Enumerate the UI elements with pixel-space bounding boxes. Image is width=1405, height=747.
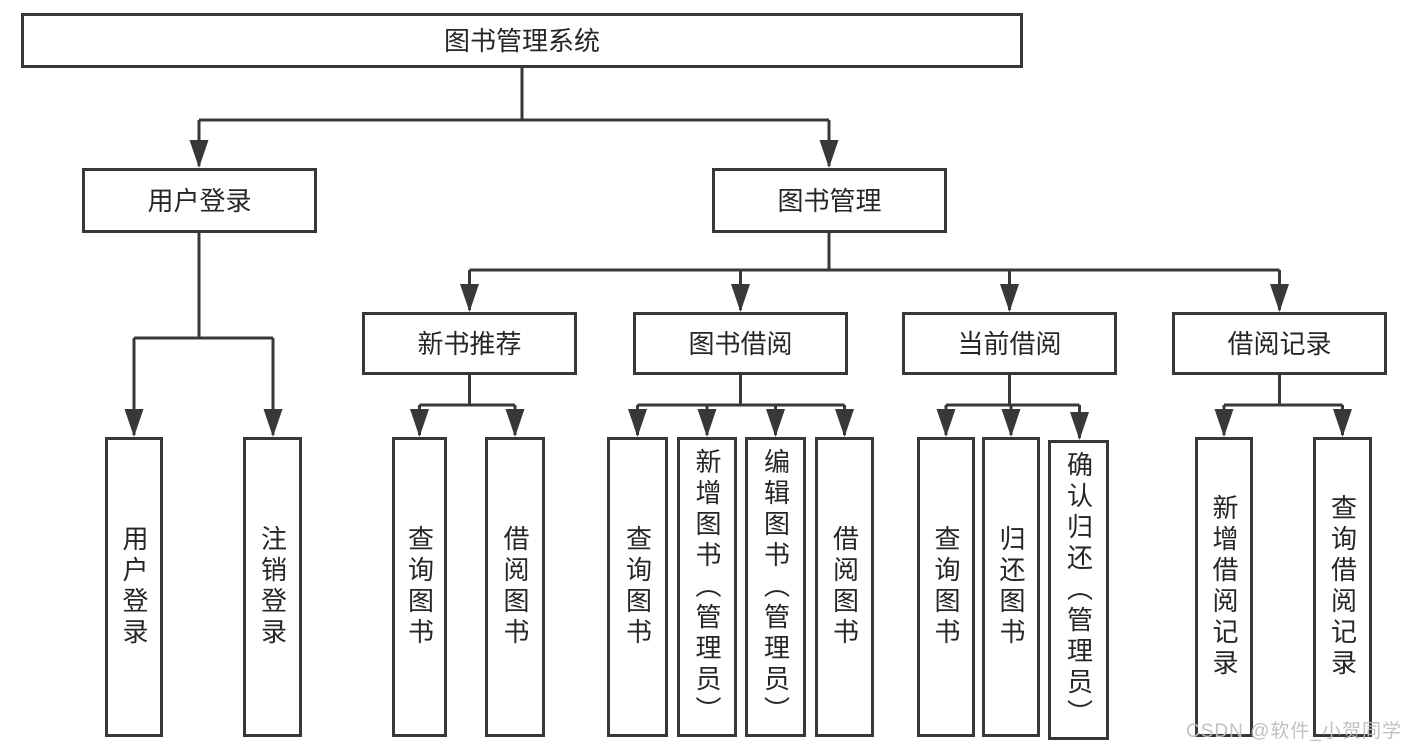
arrowhead-icons — [124, 140, 1352, 440]
leaf-query-books-recommend: 查询图书 — [392, 437, 447, 737]
node-book-management-branch: 图书管理 — [712, 168, 947, 233]
leaf-query-borrow-record: 查询借阅记录 — [1313, 437, 1372, 737]
leaf-query-books-current: 查询图书 — [917, 437, 975, 737]
node-new-book-recommend: 新书推荐 — [362, 312, 577, 375]
leaf-add-borrow-record: 新增借阅记录 — [1195, 437, 1253, 737]
node-book-borrowing: 图书借阅 — [633, 312, 848, 375]
node-borrowing-records: 借阅记录 — [1172, 312, 1387, 375]
leaf-confirm-return-admin: 确认归还（管理员） — [1048, 440, 1109, 740]
root-node-library-system: 图书管理系统 — [21, 13, 1023, 68]
leaf-query-books-borrow: 查询图书 — [607, 437, 668, 737]
leaf-borrow-books: 借阅图书 — [815, 437, 874, 737]
leaf-user-login: 用户登录 — [105, 437, 163, 737]
node-user-login-branch: 用户登录 — [82, 168, 317, 233]
csdn-watermark: CSDN @软件_小贺同学 — [1186, 721, 1402, 742]
leaf-edit-books-admin: 编辑图书（管理员） — [745, 437, 806, 737]
leaf-return-books: 归还图书 — [982, 437, 1040, 737]
leaf-borrow-books-recommend: 借阅图书 — [485, 437, 545, 737]
leaf-logout: 注销登录 — [243, 437, 302, 737]
node-current-borrowing: 当前借阅 — [902, 312, 1117, 375]
leaf-add-books-admin: 新增图书（管理员） — [677, 437, 737, 737]
